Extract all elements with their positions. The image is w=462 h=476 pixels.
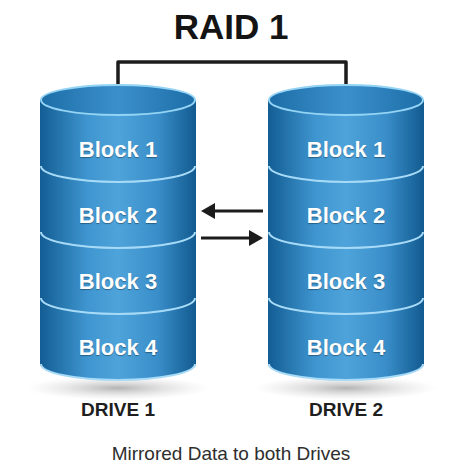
connector-line: [213, 210, 263, 213]
disk-block-top: [269, 283, 423, 313]
block-label: Block 1: [40, 135, 196, 165]
block-label: Block 3: [268, 267, 424, 297]
block-label: Block 2: [268, 201, 424, 231]
disk-block-top: [269, 217, 423, 247]
drive-label: DRIVE 2: [248, 398, 444, 422]
disk-block-top: [41, 85, 195, 115]
block-label: Block 4: [40, 333, 196, 363]
disk-block: Block 1: [268, 84, 424, 182]
disk-block-top: [269, 85, 423, 115]
disk-block-body: [268, 298, 424, 380]
bracket-connector: [118, 62, 346, 85]
block-label: Block 1: [268, 135, 424, 165]
disk-drive: DRIVE 2Block 1Block 2Block 3Block 4: [268, 84, 424, 380]
disk-block-body: [268, 166, 424, 248]
disk-block-top: [41, 217, 195, 247]
diagram-caption: Mirrored Data to both Drives: [0, 441, 462, 467]
disk-block-body: [268, 232, 424, 314]
arrow-head: [249, 230, 263, 246]
disk-block-body: [40, 232, 196, 314]
disk-block-top: [41, 151, 195, 181]
disk-block: Block 1: [40, 84, 196, 182]
mirror-arrow: [201, 203, 263, 219]
disk-block-top: [269, 151, 423, 181]
disk-block-shape: [40, 84, 196, 182]
disk-block-body: [40, 298, 196, 380]
disk-block-top: [41, 283, 195, 313]
block-label: Block 4: [268, 333, 424, 363]
disk-block-shape: [268, 84, 424, 182]
connector-line: [201, 237, 251, 240]
connector-line: [118, 62, 346, 85]
disk-block-body: [40, 166, 196, 248]
block-label: Block 2: [40, 201, 196, 231]
arrow-head: [201, 203, 215, 219]
mirror-arrow: [201, 230, 263, 246]
disk-block-divider: [269, 364, 423, 380]
disk-block-divider: [41, 364, 195, 380]
diagram-title: RAID 1: [0, 6, 462, 48]
drive-label: DRIVE 1: [20, 398, 216, 422]
disk-drive: DRIVE 1Block 1Block 2Block 3Block 4: [40, 84, 196, 380]
block-label: Block 3: [40, 267, 196, 297]
